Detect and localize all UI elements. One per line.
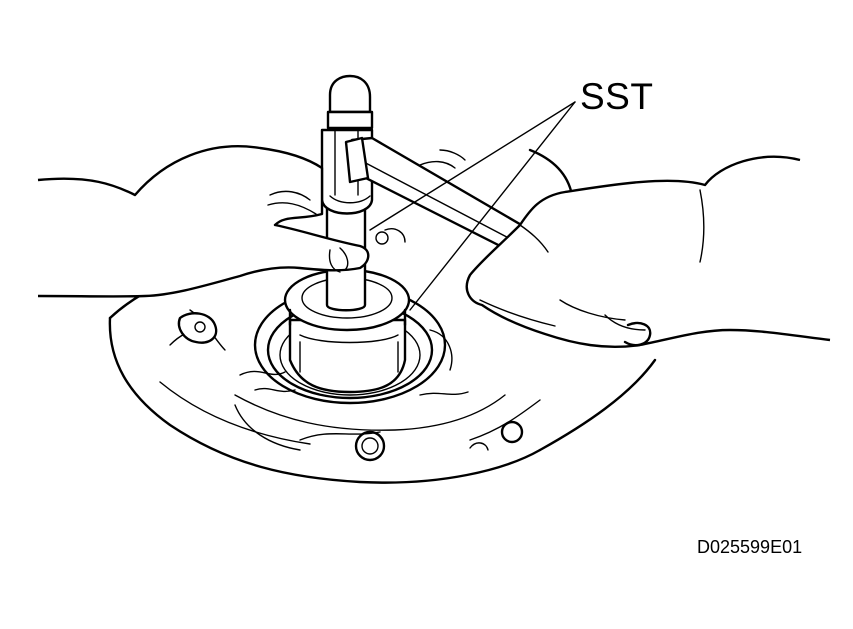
transmission-housing [108,148,657,484]
figure-code: D025599E01 [697,537,803,557]
left-hand [37,145,466,298]
sst-callout-label: SST [580,76,654,117]
tool-handle [320,74,374,312]
hammer [344,136,532,258]
right-hand [465,155,831,348]
sst-leader-lines [369,101,576,311]
